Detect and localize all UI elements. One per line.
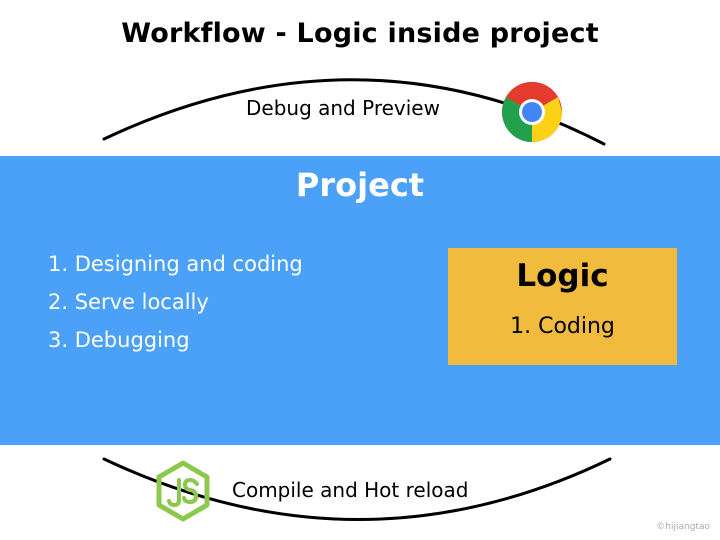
project-step-list: 1. Designing and coding 2. Serve locally… <box>48 250 303 364</box>
logic-box: Logic 1. Coding <box>448 248 677 365</box>
project-band: Project 1. Designing and coding 2. Serve… <box>0 156 720 445</box>
watermark: ©hijiangtao <box>656 522 710 532</box>
logic-item: 1. Coding <box>510 314 615 339</box>
slide-title: Workflow - Logic inside project <box>121 18 599 49</box>
logic-title: Logic <box>516 258 609 294</box>
project-step: 3. Debugging <box>48 328 190 352</box>
project-step: 1. Designing and coding <box>48 252 303 276</box>
chrome-icon <box>502 82 562 142</box>
compile-reload-label: Compile and Hot reload <box>232 478 469 502</box>
project-step: 2. Serve locally <box>48 290 209 314</box>
debug-preview-label: Debug and Preview <box>246 96 440 120</box>
project-title: Project <box>295 166 425 204</box>
nodejs-icon <box>156 460 210 522</box>
